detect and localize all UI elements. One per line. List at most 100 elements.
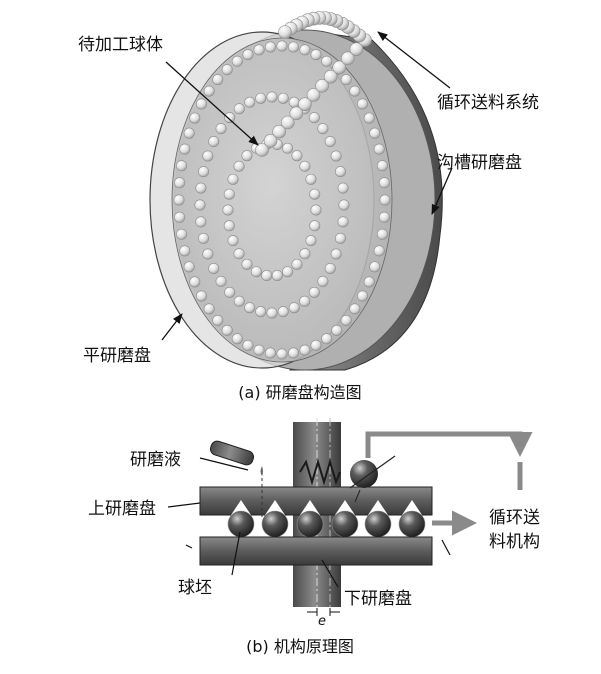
track-ball	[189, 112, 201, 124]
track-ball	[231, 55, 243, 67]
track-ball	[310, 49, 322, 61]
track-ball	[224, 112, 236, 124]
track-ball	[222, 204, 234, 216]
chain-ball	[349, 42, 364, 56]
label-eccentricity: e	[318, 614, 326, 629]
track-ball	[330, 248, 342, 260]
v-groove	[231, 500, 251, 515]
track-ball	[288, 96, 300, 108]
track-ball	[349, 85, 361, 97]
track-ball	[244, 96, 256, 108]
track-ball	[179, 143, 191, 155]
track-ball	[317, 275, 329, 287]
ball-blanks	[227, 510, 426, 538]
track-ball	[338, 199, 350, 211]
track-ball	[198, 232, 210, 244]
chain-ball	[298, 97, 312, 111]
label-lapping-fluid: 研磨液	[130, 450, 181, 470]
track-ball	[373, 143, 385, 155]
track-ball	[309, 220, 321, 232]
track-ball	[212, 74, 224, 86]
track-ball	[215, 275, 227, 287]
track-ball	[379, 194, 391, 206]
chain-ball	[341, 51, 355, 66]
track-ball	[183, 127, 195, 139]
track-ball	[340, 314, 352, 326]
track-ball	[203, 85, 215, 97]
lapping-fluid-nozzle	[209, 440, 263, 520]
track-ball	[291, 150, 303, 162]
track-ball	[277, 306, 289, 318]
ball-blank	[227, 510, 255, 538]
label-feed-mechanism-1: 循环送	[489, 508, 540, 528]
v-grooves	[231, 500, 422, 515]
track-ball	[261, 270, 273, 282]
figure-b-mechanism	[199, 418, 533, 616]
track-ball	[357, 98, 369, 110]
feed-ball	[350, 460, 378, 488]
track-ball	[255, 306, 267, 318]
track-ball	[277, 92, 289, 104]
track-ball	[310, 204, 322, 216]
label-flat-disc: 平研磨盘	[83, 346, 151, 366]
track-ball	[282, 266, 294, 278]
track-ball	[179, 245, 191, 257]
label-groove-disc: 沟槽研磨盘	[437, 153, 522, 173]
recirculation-path	[365, 431, 533, 536]
track-ball	[376, 160, 388, 172]
track-ball	[299, 344, 311, 356]
track-ball	[241, 258, 253, 270]
track-ball	[378, 211, 390, 223]
label-ball-blank: 球坯	[178, 578, 212, 598]
track-ball	[340, 74, 352, 86]
track-ball	[202, 150, 214, 162]
track-ball	[337, 216, 349, 228]
track-ball	[299, 160, 311, 172]
track-ball	[221, 64, 233, 76]
v-groove	[335, 500, 355, 515]
track-ball	[291, 258, 303, 270]
track-ball	[309, 188, 321, 200]
track-ball	[215, 123, 227, 135]
track-ball	[176, 228, 188, 240]
track-ball	[233, 248, 245, 260]
v-groove	[368, 500, 388, 515]
track-ball	[241, 150, 253, 162]
spring	[299, 458, 341, 486]
track-ball	[266, 307, 278, 319]
track-ball	[176, 160, 188, 172]
track-ball	[299, 295, 311, 307]
track-ball	[378, 177, 390, 189]
track-ball	[212, 314, 224, 326]
track-ball	[221, 324, 233, 336]
track-ball	[244, 302, 256, 314]
track-ball	[233, 160, 245, 172]
track-ball	[224, 286, 236, 298]
track-ball	[321, 55, 333, 67]
track-ball	[373, 245, 385, 257]
track-ball	[369, 261, 381, 273]
track-ball	[208, 262, 220, 274]
figure-a-leader-lines	[161, 31, 453, 341]
track-ball	[337, 182, 349, 194]
chain-ball	[332, 60, 347, 75]
track-ball	[299, 248, 311, 260]
track-ball	[242, 49, 254, 61]
track-ball	[271, 270, 283, 282]
track-ball	[198, 166, 210, 178]
track-ball	[376, 228, 388, 240]
track-ball	[173, 194, 185, 206]
v-groove	[265, 500, 285, 515]
track-ball	[250, 266, 262, 278]
figure-b-leader-lines	[167, 457, 451, 588]
chain-ball	[315, 79, 329, 93]
chain-ball	[280, 115, 295, 130]
track-ball	[174, 211, 186, 223]
track-ball	[324, 136, 336, 148]
track-ball	[334, 232, 346, 244]
track-ball	[369, 127, 381, 139]
label-feed-system: 循环送料系统	[437, 93, 539, 113]
label-feed-mechanism-2: 料机构	[489, 532, 540, 552]
track-ball	[321, 333, 333, 345]
